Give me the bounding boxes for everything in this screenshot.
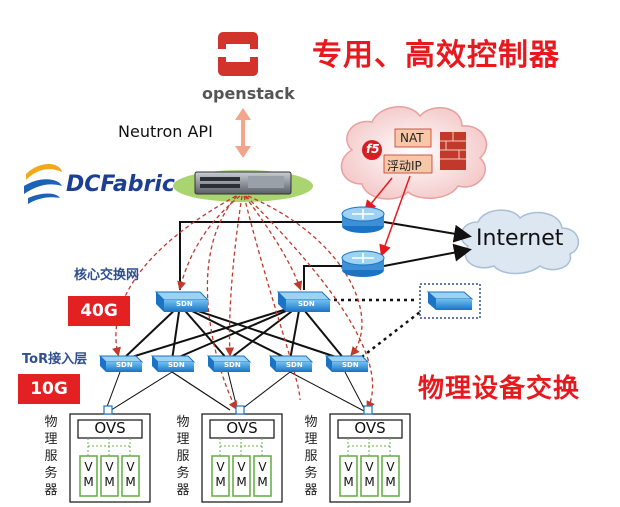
physical-server-label: 物理服务器 bbox=[176, 415, 190, 498]
bandwidth-10g-badge: 10G bbox=[18, 374, 80, 404]
float-ip-label: 浮动IP bbox=[387, 159, 422, 173]
core-layer-label: 核心交换网 bbox=[74, 268, 140, 283]
internet-cloud bbox=[460, 209, 580, 275]
vm-label: V M bbox=[125, 460, 136, 489]
openstack-wordmark: openstack bbox=[202, 84, 295, 103]
tor-switch bbox=[98, 355, 144, 372]
subheadline: 物理设备交换 bbox=[418, 374, 581, 404]
tor-layer-label: ToR接入层 bbox=[22, 352, 88, 367]
physical-server-label: 物理服务器 bbox=[304, 415, 318, 498]
service-arrows bbox=[364, 175, 411, 257]
physical-server bbox=[201, 405, 283, 503]
firewall-icon bbox=[440, 132, 466, 170]
vm-label: V M bbox=[364, 460, 375, 489]
openstack-logo bbox=[218, 32, 258, 76]
vm-label: V M bbox=[343, 460, 354, 489]
tor-switch bbox=[324, 355, 370, 372]
bandwidth-40g-badge: 40G bbox=[68, 296, 130, 326]
vm-label: V M bbox=[83, 460, 94, 489]
headline: 专用、高效控制器 bbox=[312, 38, 560, 73]
switch-sdn-label: SDN bbox=[342, 361, 359, 369]
vm-label: V M bbox=[215, 460, 226, 489]
dcfabric-logo-icon bbox=[24, 164, 62, 204]
ovs-label: OVS bbox=[354, 419, 386, 437]
tor-switch bbox=[206, 355, 252, 372]
service-cloud bbox=[340, 106, 488, 200]
switch-sdn-label: SDN bbox=[298, 300, 315, 308]
internet-label: Internet bbox=[476, 226, 564, 251]
vm-label: V M bbox=[236, 460, 247, 489]
physical-server bbox=[329, 405, 411, 503]
switch-sdn-label: SDN bbox=[224, 361, 241, 369]
edge-router bbox=[341, 206, 385, 233]
nat-label: NAT bbox=[400, 131, 424, 145]
switch-sdn-label: SDN bbox=[286, 361, 303, 369]
neutron-api-label: Neutron API bbox=[118, 122, 213, 141]
vm-label: V M bbox=[385, 460, 396, 489]
switch-sdn-label: SDN bbox=[176, 300, 193, 308]
core-switch bbox=[276, 291, 332, 312]
switch-sdn-label: SDN bbox=[168, 361, 185, 369]
core-switch bbox=[154, 291, 210, 312]
f5-logo-text: f5 bbox=[366, 142, 380, 156]
dcfabric-brand: DCFabric bbox=[66, 172, 175, 197]
api-arrow bbox=[235, 108, 251, 158]
vm-label: V M bbox=[104, 460, 115, 489]
vm-label: V M bbox=[257, 460, 268, 489]
tor-switch bbox=[150, 355, 196, 372]
sdn-controller-server bbox=[173, 170, 313, 202]
extra-switch bbox=[419, 283, 481, 319]
edge-router bbox=[341, 250, 385, 277]
physical-server-label: 物理服务器 bbox=[44, 415, 58, 498]
tor-switch bbox=[268, 355, 314, 372]
ovs-label: OVS bbox=[94, 419, 126, 437]
ovs-label: OVS bbox=[226, 419, 258, 437]
physical-server bbox=[69, 405, 151, 503]
switch-sdn-label: SDN bbox=[116, 361, 133, 369]
control-paths bbox=[112, 195, 375, 411]
